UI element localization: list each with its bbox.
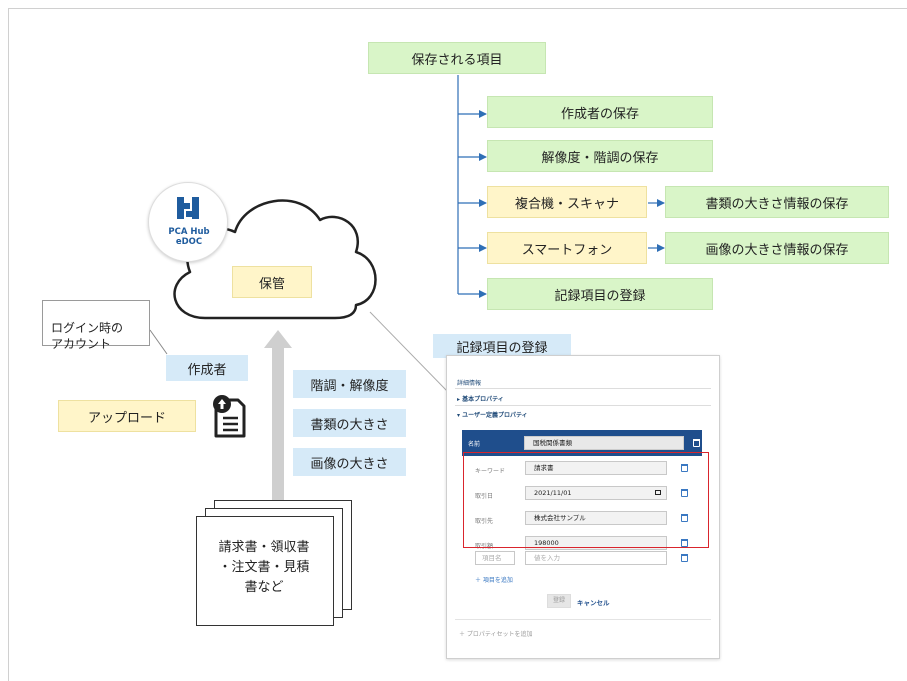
keyword-input[interactable]: 請求書	[525, 461, 667, 475]
trash-icon[interactable]	[681, 514, 688, 522]
item-label: 解像度・階調の保存	[541, 150, 659, 166]
attribute-image-size: 画像の大きさ	[293, 448, 406, 476]
logo-line2: eDOC	[175, 237, 203, 247]
storage-label-text: 保管	[258, 276, 285, 292]
calendar-icon[interactable]	[655, 490, 661, 495]
item-label: 複合機・スキャナ	[514, 196, 619, 212]
attribute-text: 書類の大きさ	[310, 417, 389, 433]
user-properties-label: ユーザー定義プロパティ	[462, 412, 528, 419]
value-input[interactable]: 値を入力	[525, 551, 667, 565]
saved-items-header-text: 保存される項目	[411, 52, 503, 68]
register-button[interactable]: 登録	[547, 594, 571, 608]
item-image-size-save: 画像の大きさ情報の保存	[665, 232, 889, 264]
add-property-set-link[interactable]: ＋ プロパティセットを追加	[459, 631, 533, 638]
partner-input[interactable]: 株式会社サンプル	[525, 511, 667, 525]
upload-label-text: アップロード	[87, 410, 166, 426]
item-target-label: 書類の大きさ情報の保存	[705, 196, 849, 212]
date-value: 2021/11/01	[534, 489, 572, 497]
canvas-frame	[8, 8, 907, 681]
row-label-date: 取引日	[475, 493, 494, 500]
record-form-panel: 詳細情報 ▸ 基本プロパティ ▾ ユーザー定義プロパティ 名前 国税関係書類 キ…	[446, 355, 720, 659]
saved-items-header: 保存される項目	[368, 42, 546, 74]
trash-icon[interactable]	[681, 539, 688, 547]
pca-logo-icon	[177, 197, 199, 219]
item-creator-save: 作成者の保存	[487, 96, 713, 128]
item-multifunction-scanner: 複合機・スキャナ	[487, 186, 647, 218]
basic-properties-toggle[interactable]: ▸ 基本プロパティ	[457, 394, 504, 403]
item-resolution-save: 解像度・階調の保存	[487, 140, 713, 172]
upload-document-icon	[213, 395, 246, 438]
upload-arrow	[264, 330, 292, 500]
name-input[interactable]: 国税関係書類	[524, 436, 684, 450]
creator-label-text: 作成者	[187, 362, 227, 378]
attribute-document-size: 書類の大きさ	[293, 409, 406, 437]
row-label-keyword: キーワード	[475, 468, 506, 475]
user-properties-toggle[interactable]: ▾ ユーザー定義プロパティ	[457, 410, 528, 419]
logo-line1: PCA Hub	[168, 227, 210, 237]
cancel-button[interactable]: キャンセル	[577, 599, 610, 607]
amount-input[interactable]: 198000	[525, 536, 667, 550]
pca-hub-logo: PCA Hub eDOC	[148, 182, 228, 262]
item-name-input[interactable]: 項目名	[475, 551, 515, 565]
upload-label: アップロード	[58, 400, 196, 432]
name-row: 名前 国税関係書類	[462, 430, 702, 456]
row-label-partner: 取引先	[475, 518, 494, 525]
collapse-arrow-icon: ▾	[457, 412, 463, 419]
details-header: 詳細情報	[457, 380, 482, 387]
add-item-link[interactable]: ＋ 項目を追加	[475, 577, 513, 584]
login-account-callout: ログイン時の アカウント	[42, 300, 150, 351]
attribute-text: 階調・解像度	[310, 378, 389, 394]
name-label: 名前	[468, 441, 481, 448]
trash-icon[interactable]	[681, 489, 688, 497]
trash-icon[interactable]	[693, 439, 700, 447]
basic-properties-label: 基本プロパティ	[462, 396, 504, 403]
item-record-register: 記録項目の登録	[487, 278, 713, 310]
row-label-amount: 取引額	[475, 543, 494, 550]
attribute-tone-resolution: 階調・解像度	[293, 370, 406, 398]
item-label: 作成者の保存	[560, 106, 639, 122]
item-target-label: 画像の大きさ情報の保存	[705, 242, 849, 258]
trash-icon[interactable]	[681, 464, 688, 472]
item-smartphone: スマートフォン	[487, 232, 647, 264]
date-input[interactable]: 2021/11/01	[525, 486, 667, 500]
item-label: 記録項目の登録	[554, 288, 646, 304]
creator-label: 作成者	[166, 355, 248, 381]
highlight-frame	[463, 452, 709, 548]
register-title-text: 記録項目の登録	[456, 340, 548, 356]
item-document-size-save: 書類の大きさ情報の保存	[665, 186, 889, 218]
register-title: 記録項目の登録	[433, 334, 571, 358]
attribute-text: 画像の大きさ	[310, 456, 389, 472]
documents-text: 請求書・領収書 ・注文書・見積 書など	[218, 540, 310, 595]
item-label: スマートフォン	[521, 242, 613, 258]
expand-arrow-icon: ▸	[457, 396, 463, 403]
storage-label: 保管	[232, 266, 312, 298]
trash-icon[interactable]	[681, 554, 688, 562]
login-account-text: ログイン時の アカウント	[51, 321, 124, 351]
